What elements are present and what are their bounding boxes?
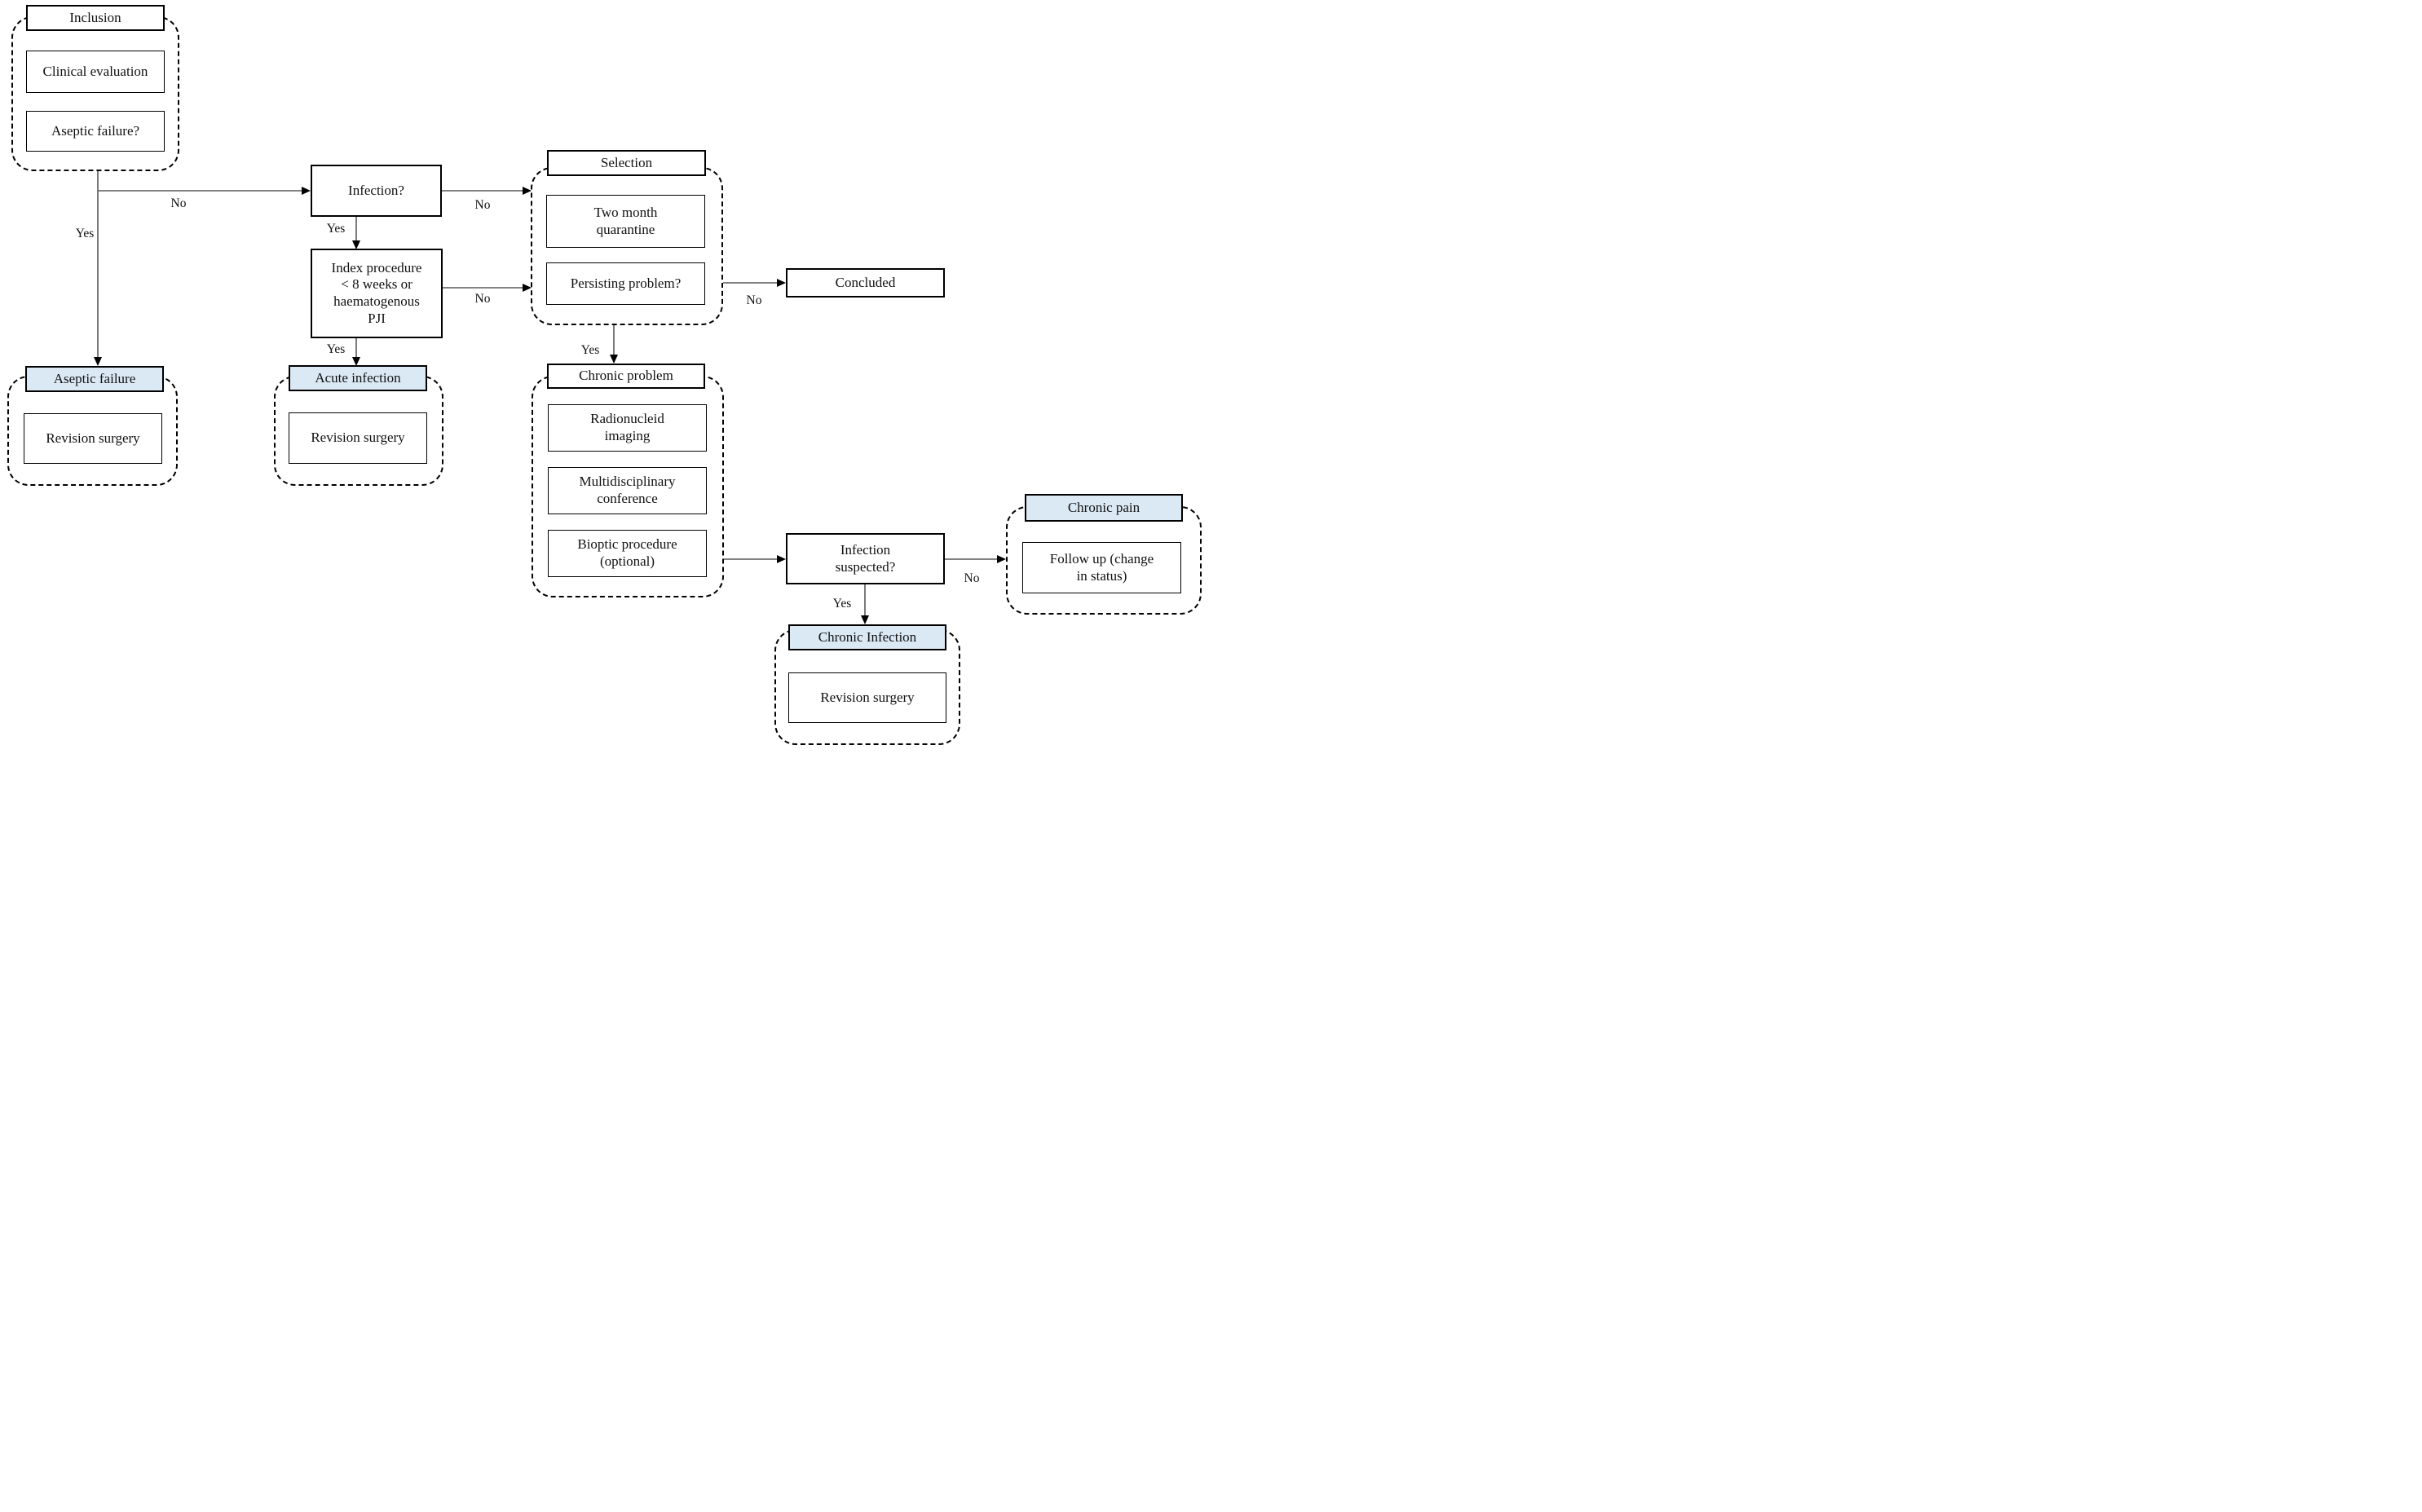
persisting-problem-box: Persisting problem? xyxy=(546,262,705,305)
label-infection-yes: Yes xyxy=(326,222,346,236)
infection-suspected-box: Infection suspected? xyxy=(786,533,945,584)
multidisciplinary-conference-box: Multidisciplinary conference xyxy=(548,467,707,514)
chronic-problem-header: Chronic problem xyxy=(547,364,705,389)
two-month-quarantine-box: Two month quarantine xyxy=(546,195,705,248)
acute-infection-header: Acute infection xyxy=(289,365,427,391)
radionucleid-imaging-box: Radionucleid imaging xyxy=(548,404,707,452)
aseptic-failure-question-box: Aseptic failure? xyxy=(26,111,165,152)
chronic-infection-header: Chronic Infection xyxy=(788,624,946,650)
label-persisting-no: No xyxy=(746,293,762,307)
label-index-yes: Yes xyxy=(326,342,346,356)
clinical-evaluation-box: Clinical evaluation xyxy=(26,51,165,93)
label-suspected-no: No xyxy=(964,571,980,585)
label-suspected-yes: Yes xyxy=(832,597,852,611)
label-selection-yes: Yes xyxy=(580,343,600,357)
concluded-box: Concluded xyxy=(786,268,945,298)
infection-question-box: Infection? xyxy=(311,165,442,217)
acute-revision-surgery-box: Revision surgery xyxy=(289,412,427,464)
follow-up-box: Follow up (change in status) xyxy=(1022,542,1181,593)
label-infection-no: No xyxy=(474,198,491,212)
label-inclusion-yes: Yes xyxy=(75,227,95,240)
inclusion-header: Inclusion xyxy=(26,5,165,31)
aseptic-failure-header: Aseptic failure xyxy=(25,366,164,392)
chronic-revision-surgery-box: Revision surgery xyxy=(788,672,946,723)
selection-header: Selection xyxy=(547,150,706,176)
bioptic-procedure-box: Bioptic procedure (optional) xyxy=(548,530,707,577)
label-index-no: No xyxy=(474,292,491,306)
label-inclusion-no: No xyxy=(170,196,187,210)
index-procedure-box: Index procedure < 8 weeks or haematogeno… xyxy=(311,249,443,338)
chronic-pain-header: Chronic pain xyxy=(1025,494,1183,522)
aseptic-revision-surgery-box: Revision surgery xyxy=(24,413,162,464)
connector-lines xyxy=(94,171,1006,624)
flowchart-canvas: Inclusion Selection Chronic problem Asep… xyxy=(0,0,1211,756)
